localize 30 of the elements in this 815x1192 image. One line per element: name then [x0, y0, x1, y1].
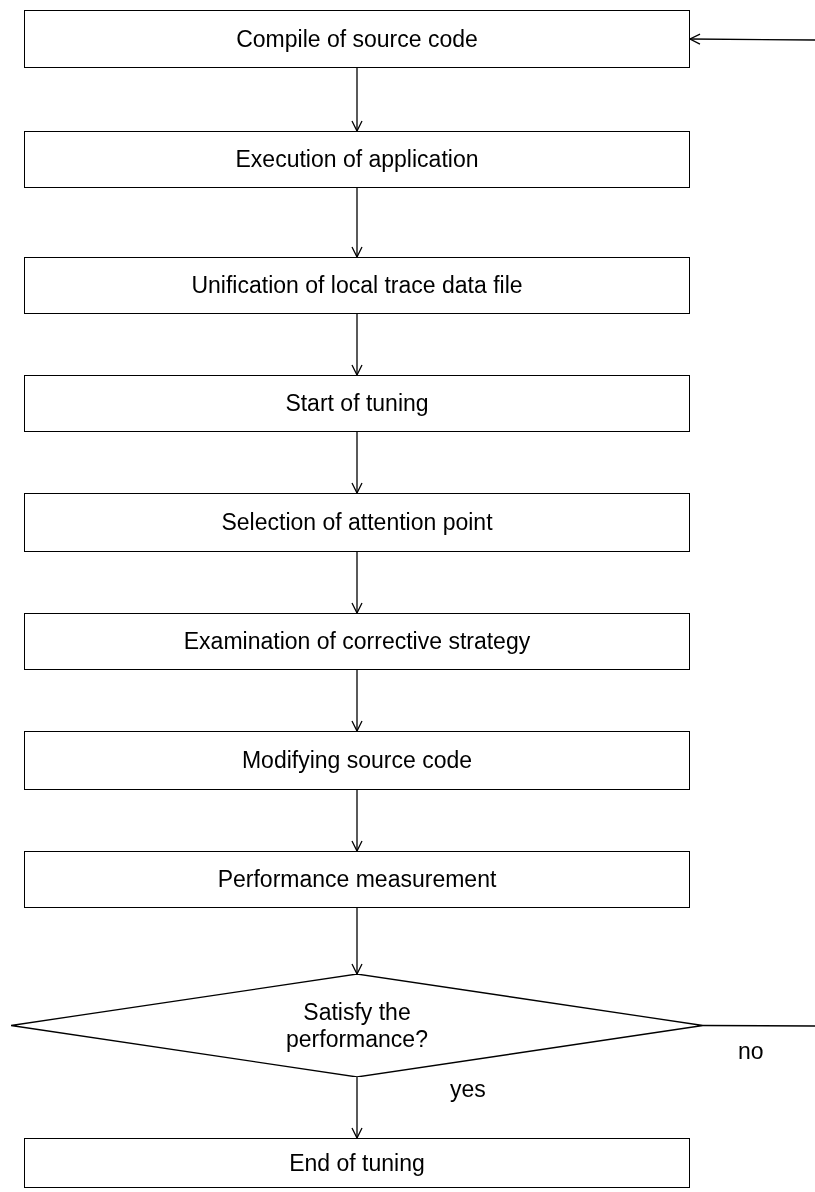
arrow: [351, 551, 363, 614]
process-box: [24, 493, 690, 552]
decision-diamond: [11, 974, 703, 1077]
arrow: [351, 187, 363, 258]
step-text: End of tuning: [289, 1149, 425, 1177]
decision-text: Satisfy the performance?: [285, 999, 429, 1052]
step-text: Performance measurement: [217, 866, 497, 893]
process-box: [24, 10, 690, 68]
step-text: Compile of source code: [236, 25, 478, 53]
arrow: [351, 669, 363, 732]
arrow: [351, 789, 363, 852]
step-text: Examination of corrective strategy: [183, 628, 531, 655]
arrow: [351, 431, 363, 494]
process-box: [24, 131, 690, 188]
process-box: [24, 851, 690, 908]
step-text: Modifying source code: [241, 747, 473, 774]
arrow: [351, 1076, 363, 1139]
process-box: [24, 257, 690, 314]
step-text: Execution of application: [235, 146, 479, 173]
process-box: [24, 375, 690, 432]
step-text: Unification of local trace data file: [191, 272, 523, 299]
arrow: [351, 67, 363, 132]
process-box: [24, 731, 690, 790]
process-box: [24, 613, 690, 670]
arrow: [351, 313, 363, 376]
arrow: [351, 907, 363, 975]
step-text: Start of tuning: [285, 390, 429, 417]
step-text: Selection of attention point: [221, 509, 493, 536]
process-box: [24, 1138, 690, 1188]
arrow: [689, 33, 815, 45]
